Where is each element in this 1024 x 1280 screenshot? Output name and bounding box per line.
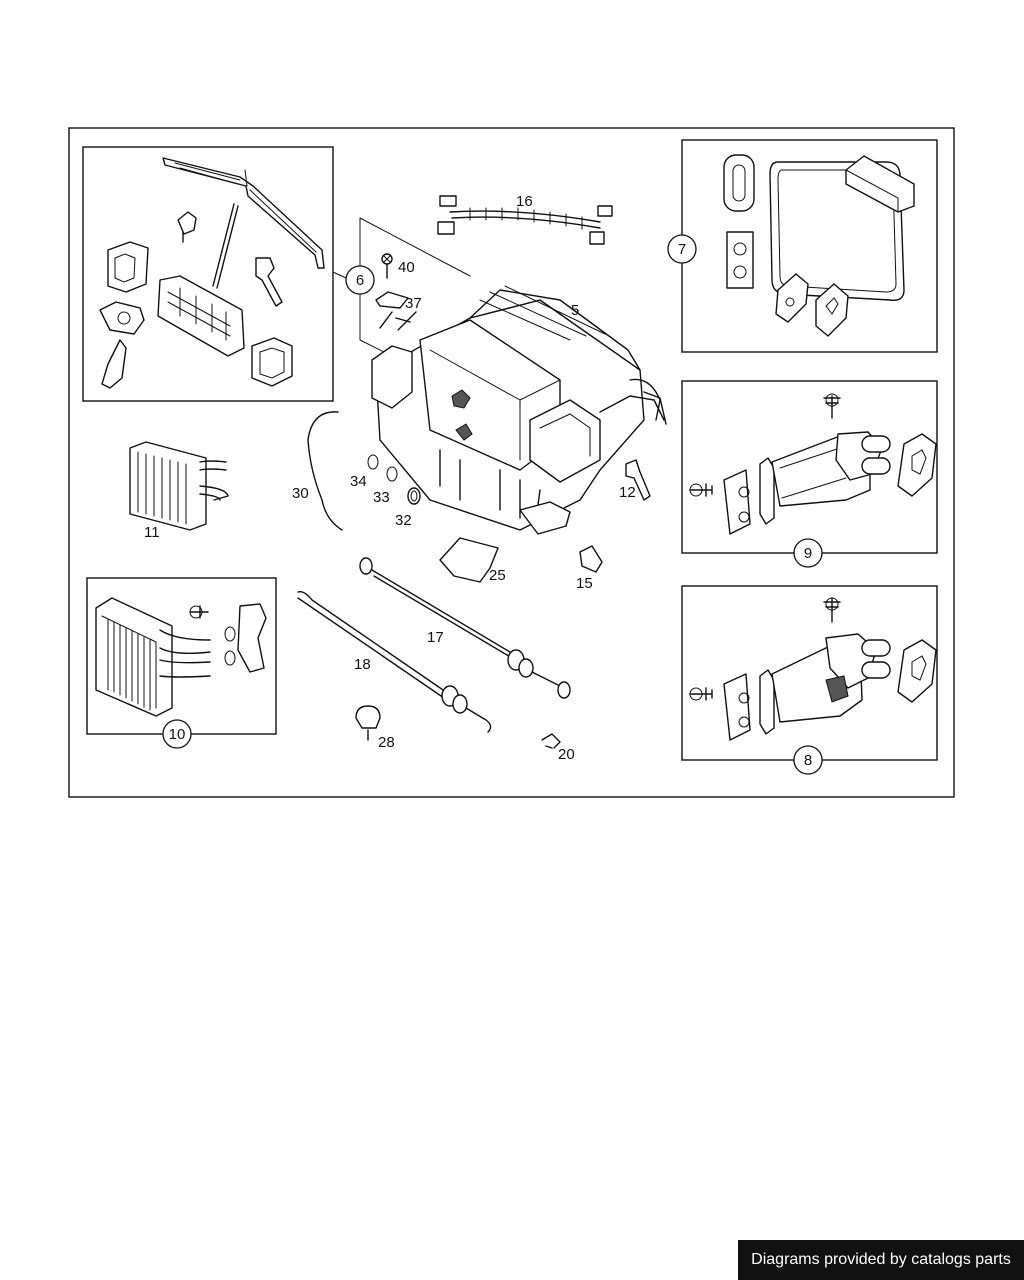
clip-37 [375,291,409,309]
label-8: 8 [804,752,812,769]
callout-7: 7 [667,234,697,264]
drain-hose-30 [307,411,343,531]
block-25 [439,537,499,583]
footer-credit: Diagrams provided by catalogs parts [738,1240,1024,1280]
label-5: 5 [571,302,579,319]
label-28: 28 [378,734,395,751]
label-20: 20 [558,746,575,763]
label-10: 10 [169,726,186,743]
label-16: 16 [516,193,533,210]
label-25: 25 [489,567,506,584]
label-17: 17 [427,629,444,646]
callout-9: 9 [793,538,823,568]
screw-40 [381,253,393,279]
label-11: 11 [144,524,160,541]
clip-28 [355,705,381,741]
label-18: 18 [354,656,371,673]
wiring-harness-16 [437,195,613,245]
callout-10: 10 [162,719,192,749]
connector-15 [579,545,603,573]
label-7: 7 [678,241,686,258]
sensor-12 [625,459,651,501]
evaporator-11 [129,441,229,531]
label-37: 37 [405,295,422,312]
inset-6-parts [82,146,334,402]
o-rings [367,454,421,505]
inset-10-heater-core [86,577,277,735]
inset-7-seals [681,139,938,353]
outer-frame [68,127,955,798]
label-12: 12 [619,484,636,501]
label-15: 15 [576,575,593,592]
label-34: 34 [350,473,367,490]
inset-8-water-valve [681,585,938,761]
callout-6: 6 [332,217,471,353]
label-33: 33 [373,489,390,506]
label-9: 9 [804,545,812,562]
label-32: 32 [395,512,412,529]
inset-9-water-valve [681,380,938,554]
clip-20 [541,733,561,749]
hvac-housing [371,285,667,535]
label-40: 40 [398,259,415,276]
label-30: 30 [292,485,309,502]
cable-17 [359,557,571,699]
callout-8: 8 [793,745,823,775]
label-6: 6 [356,272,364,289]
cable-18 [297,590,492,733]
